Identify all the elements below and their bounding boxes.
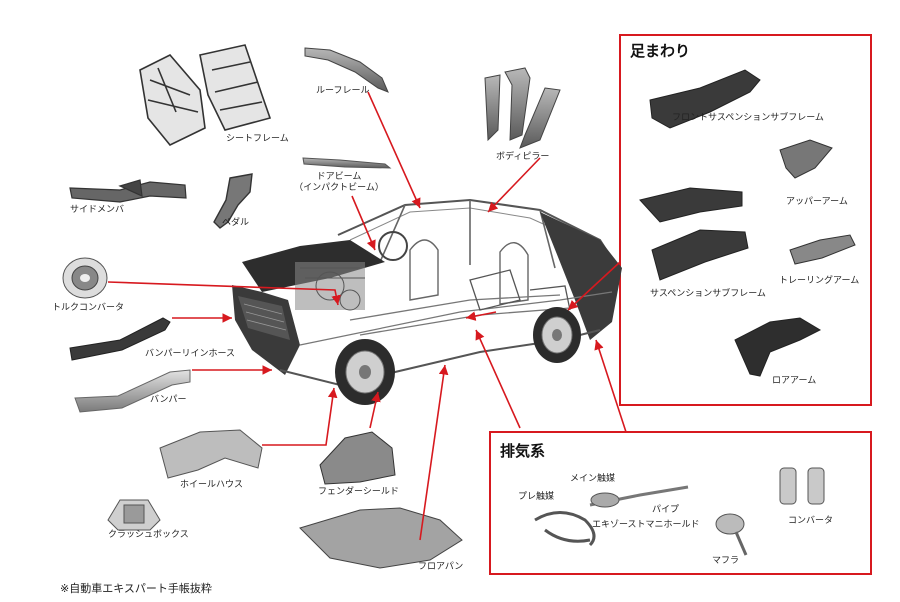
front-subframe-part	[649, 69, 761, 129]
side-member-part	[69, 179, 187, 203]
exhaust-panel-frame	[489, 431, 872, 575]
door-beam-label: ドアビーム （インパクトビーム）	[284, 172, 394, 194]
bumper-label: バンパー	[150, 395, 187, 405]
front-subframe-label: フロントサスペンションサブフレーム	[672, 113, 824, 123]
exhaust-panel-title: 排気系	[500, 442, 546, 460]
suspension-panel-title: 足まわり	[630, 42, 691, 60]
roof-rail-label: ルーフレール	[316, 86, 370, 96]
muffler-part	[715, 513, 748, 556]
exhaust-manifold-label: エキゾーストマニホールド	[592, 520, 700, 530]
torque-converter-part	[62, 257, 108, 299]
bumper-reinforcement-part	[69, 317, 171, 361]
seat-frame-label: シートフレーム	[226, 134, 289, 144]
arrow-roof-rail	[367, 91, 421, 209]
arrow-floor-pan	[419, 364, 449, 541]
wheel-house-label: ホイールハウス	[180, 480, 244, 490]
side-member-label: サイドメンバ	[70, 205, 125, 215]
torque-converter-label: トルクコンバータ	[52, 303, 125, 313]
suspension-subframe-part-a	[639, 187, 743, 223]
arrow-fender-shield	[369, 391, 381, 429]
door-beam-label-line2: （インパクトビーム）	[294, 183, 384, 193]
main-catalyst-part	[589, 485, 689, 508]
converter-part	[779, 467, 825, 505]
bumper-reinforcement-label: バンパーリインホース	[145, 349, 236, 359]
floor-pan-label: フロアパン	[418, 562, 464, 572]
suspension-subframe-part-b	[651, 229, 749, 281]
arrow-side-member	[465, 311, 497, 321]
arrow-suspension-panel	[567, 261, 621, 311]
seat-frame-part	[139, 44, 272, 146]
suspension-subframe-label: サスペンションサブフレーム	[650, 289, 766, 299]
fender-shield-label: フェンダーシールド	[318, 487, 399, 497]
door-beam-label-line1: ドアビーム	[316, 172, 362, 182]
body-pillar-label: ボディピラー	[496, 152, 550, 162]
body-pillar-part	[484, 67, 561, 149]
exhaust-manifold-part	[534, 511, 596, 547]
car-cutaway-illustration	[232, 198, 622, 405]
pointer-arrows	[107, 91, 627, 541]
arrow-wheel-house	[262, 387, 338, 446]
roof-rail-part	[304, 47, 389, 93]
suspension-panel-frame	[619, 34, 872, 406]
pedal-label: ペダル	[222, 218, 250, 228]
muffler-label: マフラ	[712, 556, 740, 566]
fender-shield-part	[319, 431, 396, 485]
door-beam-part	[302, 157, 392, 169]
trailing-arm-label: トレーリングアーム	[779, 276, 860, 286]
main-catalyst-label: メイン触媒	[570, 474, 616, 484]
pedal-part	[213, 173, 253, 229]
converter-label: コンバータ	[788, 516, 834, 526]
wheel-house-part	[159, 429, 263, 479]
floor-pan-part	[299, 507, 463, 569]
trailing-arm-part	[789, 234, 856, 265]
arrow-body-pillar	[487, 157, 541, 213]
upper-arm-label: アッパーアーム	[786, 197, 848, 207]
arrow-exhaust-panel	[594, 339, 627, 433]
pre-catalyst-label: プレ触媒	[518, 492, 555, 502]
crash-box-label: クラッシュボックス	[108, 530, 189, 540]
arrow-door-beam	[351, 195, 376, 251]
arrow-exhaust-floor	[475, 329, 521, 429]
lower-arm-label: ロアアーム	[772, 376, 817, 386]
pipe-label: パイプ	[652, 505, 680, 515]
crash-box-part	[107, 499, 161, 531]
bumper-part	[74, 369, 191, 413]
arrow-torque-converter	[107, 281, 341, 306]
source-footnote: ※自動車エキスパート手帳抜粋	[60, 582, 212, 595]
lower-arm-part	[734, 317, 822, 377]
upper-arm-part	[779, 139, 833, 179]
